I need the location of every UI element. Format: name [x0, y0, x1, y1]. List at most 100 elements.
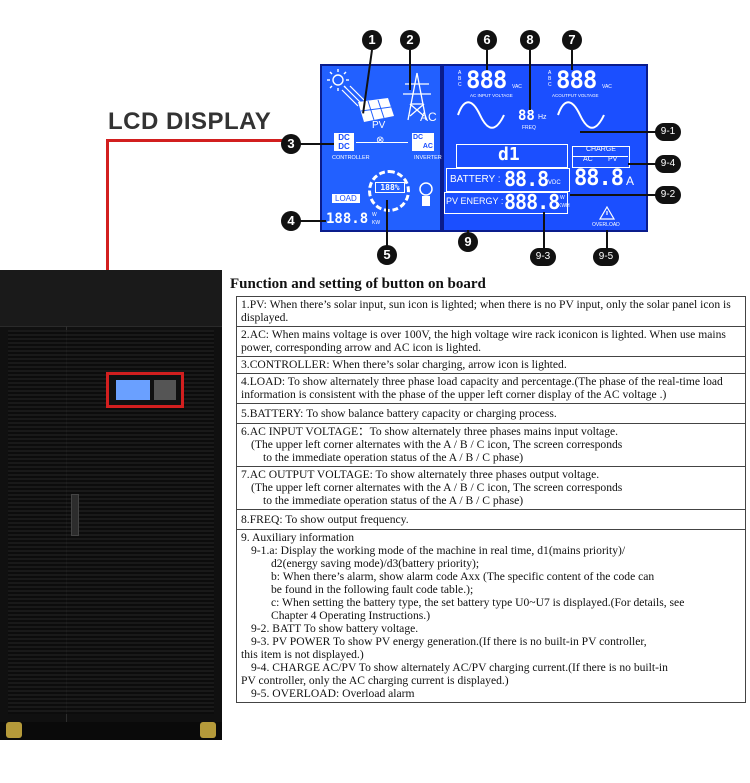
battery-label: BATTERY :: [450, 174, 501, 185]
pv-energy-label: PV ENERGY :: [446, 196, 504, 206]
row7-head: 7.AC OUTPUT VOLTAGE: To show alternately…: [241, 468, 600, 481]
freq-label: FREQ: [522, 125, 536, 131]
ac-input-unit: VAC: [512, 84, 522, 90]
lcd-divider: [440, 66, 444, 230]
load-indicator: LOAD: [332, 194, 360, 203]
overload-warning-icon: [599, 206, 615, 220]
ac-output-unit: VAC: [602, 84, 612, 90]
function-table: 1.PV: When there’s solar input, sun icon…: [236, 296, 746, 703]
table-row-2: 2.AC: When mains voltage is over 100V, t…: [237, 327, 745, 357]
callout-8: 8: [520, 30, 540, 50]
row9-i3a: 9-3. PV POWER To show PV energy generati…: [251, 635, 647, 648]
row7-line3: to the immediate operation status of the…: [263, 494, 524, 507]
leader-3: [300, 143, 334, 145]
cabinet-top: [0, 270, 222, 327]
row9-a2: d2(energy saving mode)/d3(battery priori…: [271, 557, 480, 570]
callout-9: 9: [458, 232, 478, 252]
table-row-1: 1.PV: When there’s solar input, sun icon…: [237, 297, 745, 327]
charge-pv: PV: [608, 156, 618, 163]
battery-unit: VDC: [548, 180, 561, 186]
inverter-box: DC AC: [412, 133, 434, 151]
cabinet-lcd: [116, 380, 150, 400]
dc-bottom: DC: [338, 142, 350, 151]
leader-2: [409, 50, 411, 90]
row9-i4a: 9-4. CHARGE AC/PV To show alternately AC…: [251, 661, 668, 674]
controller-label: CONTROLLER: [332, 155, 370, 161]
callout-9-2: 9-2: [655, 186, 681, 204]
row6-head: 6.AC INPUT VOLTAGE：To show alternately t…: [241, 425, 619, 438]
callout-4: 4: [281, 211, 301, 231]
solar-panel-icon: [327, 69, 394, 122]
ac-label: AC: [420, 110, 437, 124]
pv-energy-value: 888.8: [504, 190, 560, 214]
table-row-8: 8.FREQ: To show output frequency.: [237, 510, 745, 530]
freq-unit: Hz: [538, 114, 547, 121]
row9-c1: c: When setting the battery type, the se…: [271, 596, 685, 609]
callout-7: 7: [562, 30, 582, 50]
callout-9-3: 9-3: [530, 248, 556, 266]
dc-top: DC: [338, 133, 350, 142]
row9-i2: 9-2. BATT To show battery voltage.: [251, 622, 419, 635]
charge-label: CHARGE: [586, 146, 616, 153]
load-value: 188.8: [326, 211, 369, 227]
ups-cabinet: [0, 270, 222, 740]
leader-4: [300, 220, 326, 222]
table-row-7: 7.AC OUTPUT VOLTAGE: To show alternately…: [237, 467, 745, 510]
table-row-4: 4.LOAD: To show alternately three phase …: [237, 374, 745, 404]
pv-energy-unit-kwh: KWH: [558, 203, 570, 209]
leader-5: [386, 200, 388, 246]
row7-line2: (The upper left corner alternates with t…: [251, 481, 623, 494]
table-row-3: 3.CONTROLLER: When there’s solar chargin…: [237, 357, 745, 374]
callout-9-4: 9-4: [655, 155, 681, 173]
overload-label: OVERLOAD: [592, 222, 620, 228]
cabinet-handle: [71, 494, 79, 536]
callout-2: 2: [400, 30, 420, 50]
lcd-display-title: LCD DISPLAY: [108, 108, 272, 135]
inverter-dc: DC: [413, 134, 424, 141]
load-bulb-icon: [419, 182, 433, 206]
ac-input-value: 888: [466, 66, 507, 94]
leader-95: [606, 230, 608, 248]
load-unit-w: W: [372, 212, 377, 218]
table-row-6: 6.AC INPUT VOLTAGE：To show alternately t…: [237, 424, 745, 467]
mode-value: d1: [498, 144, 520, 165]
battery-ring: [368, 170, 410, 212]
callout-5: 5: [377, 245, 397, 265]
charge-box: [572, 146, 630, 168]
row9-b1: b: When there’s alarm, show alarm code A…: [271, 570, 655, 583]
row9-i5: 9-5. OVERLOAD: Overload alarm: [251, 687, 415, 700]
leader-6: [486, 50, 488, 70]
wheel-right: [200, 722, 216, 738]
battery-box: [446, 168, 570, 192]
load-unit-kw: KW: [372, 220, 381, 226]
freq-value: 88: [518, 108, 535, 124]
row9-c2: Chapter 4 Operating Instructions.): [271, 609, 431, 622]
row9-a1: 9-1.a: Display the working mode of the m…: [251, 544, 626, 557]
ac-output-label: ACOUTPUT VOLTAGE: [552, 93, 599, 98]
battery-voltage-value: 88.8: [504, 167, 549, 191]
mode-box: [456, 144, 568, 168]
input-sine-wave: [457, 101, 505, 129]
row6-line3: to the immediate operation status of the…: [263, 451, 524, 464]
pv-energy-unit-w: W: [560, 195, 565, 201]
leader-94: [628, 163, 656, 165]
callout-6: 6: [477, 30, 497, 50]
charge-divider: [572, 156, 628, 157]
charge-unit: A: [626, 174, 635, 188]
ac-output-value: 888: [556, 66, 597, 94]
cabinet-buttons: [154, 380, 176, 400]
leader-93: [543, 212, 545, 248]
charge-ac: AC: [583, 156, 593, 163]
connector-line: [106, 139, 109, 377]
controller-box: DC DC: [334, 133, 354, 151]
pv-energy-box: [444, 192, 568, 214]
leader-7: [571, 50, 573, 70]
flow-line: [356, 142, 408, 143]
table-title: Function and setting of button on board: [230, 276, 486, 292]
callout-3: 3: [281, 134, 301, 154]
junction-icon: ⊗: [376, 135, 385, 146]
cabinet-base: [0, 722, 222, 740]
row9-i3b: this item is not displayed.): [241, 648, 364, 661]
